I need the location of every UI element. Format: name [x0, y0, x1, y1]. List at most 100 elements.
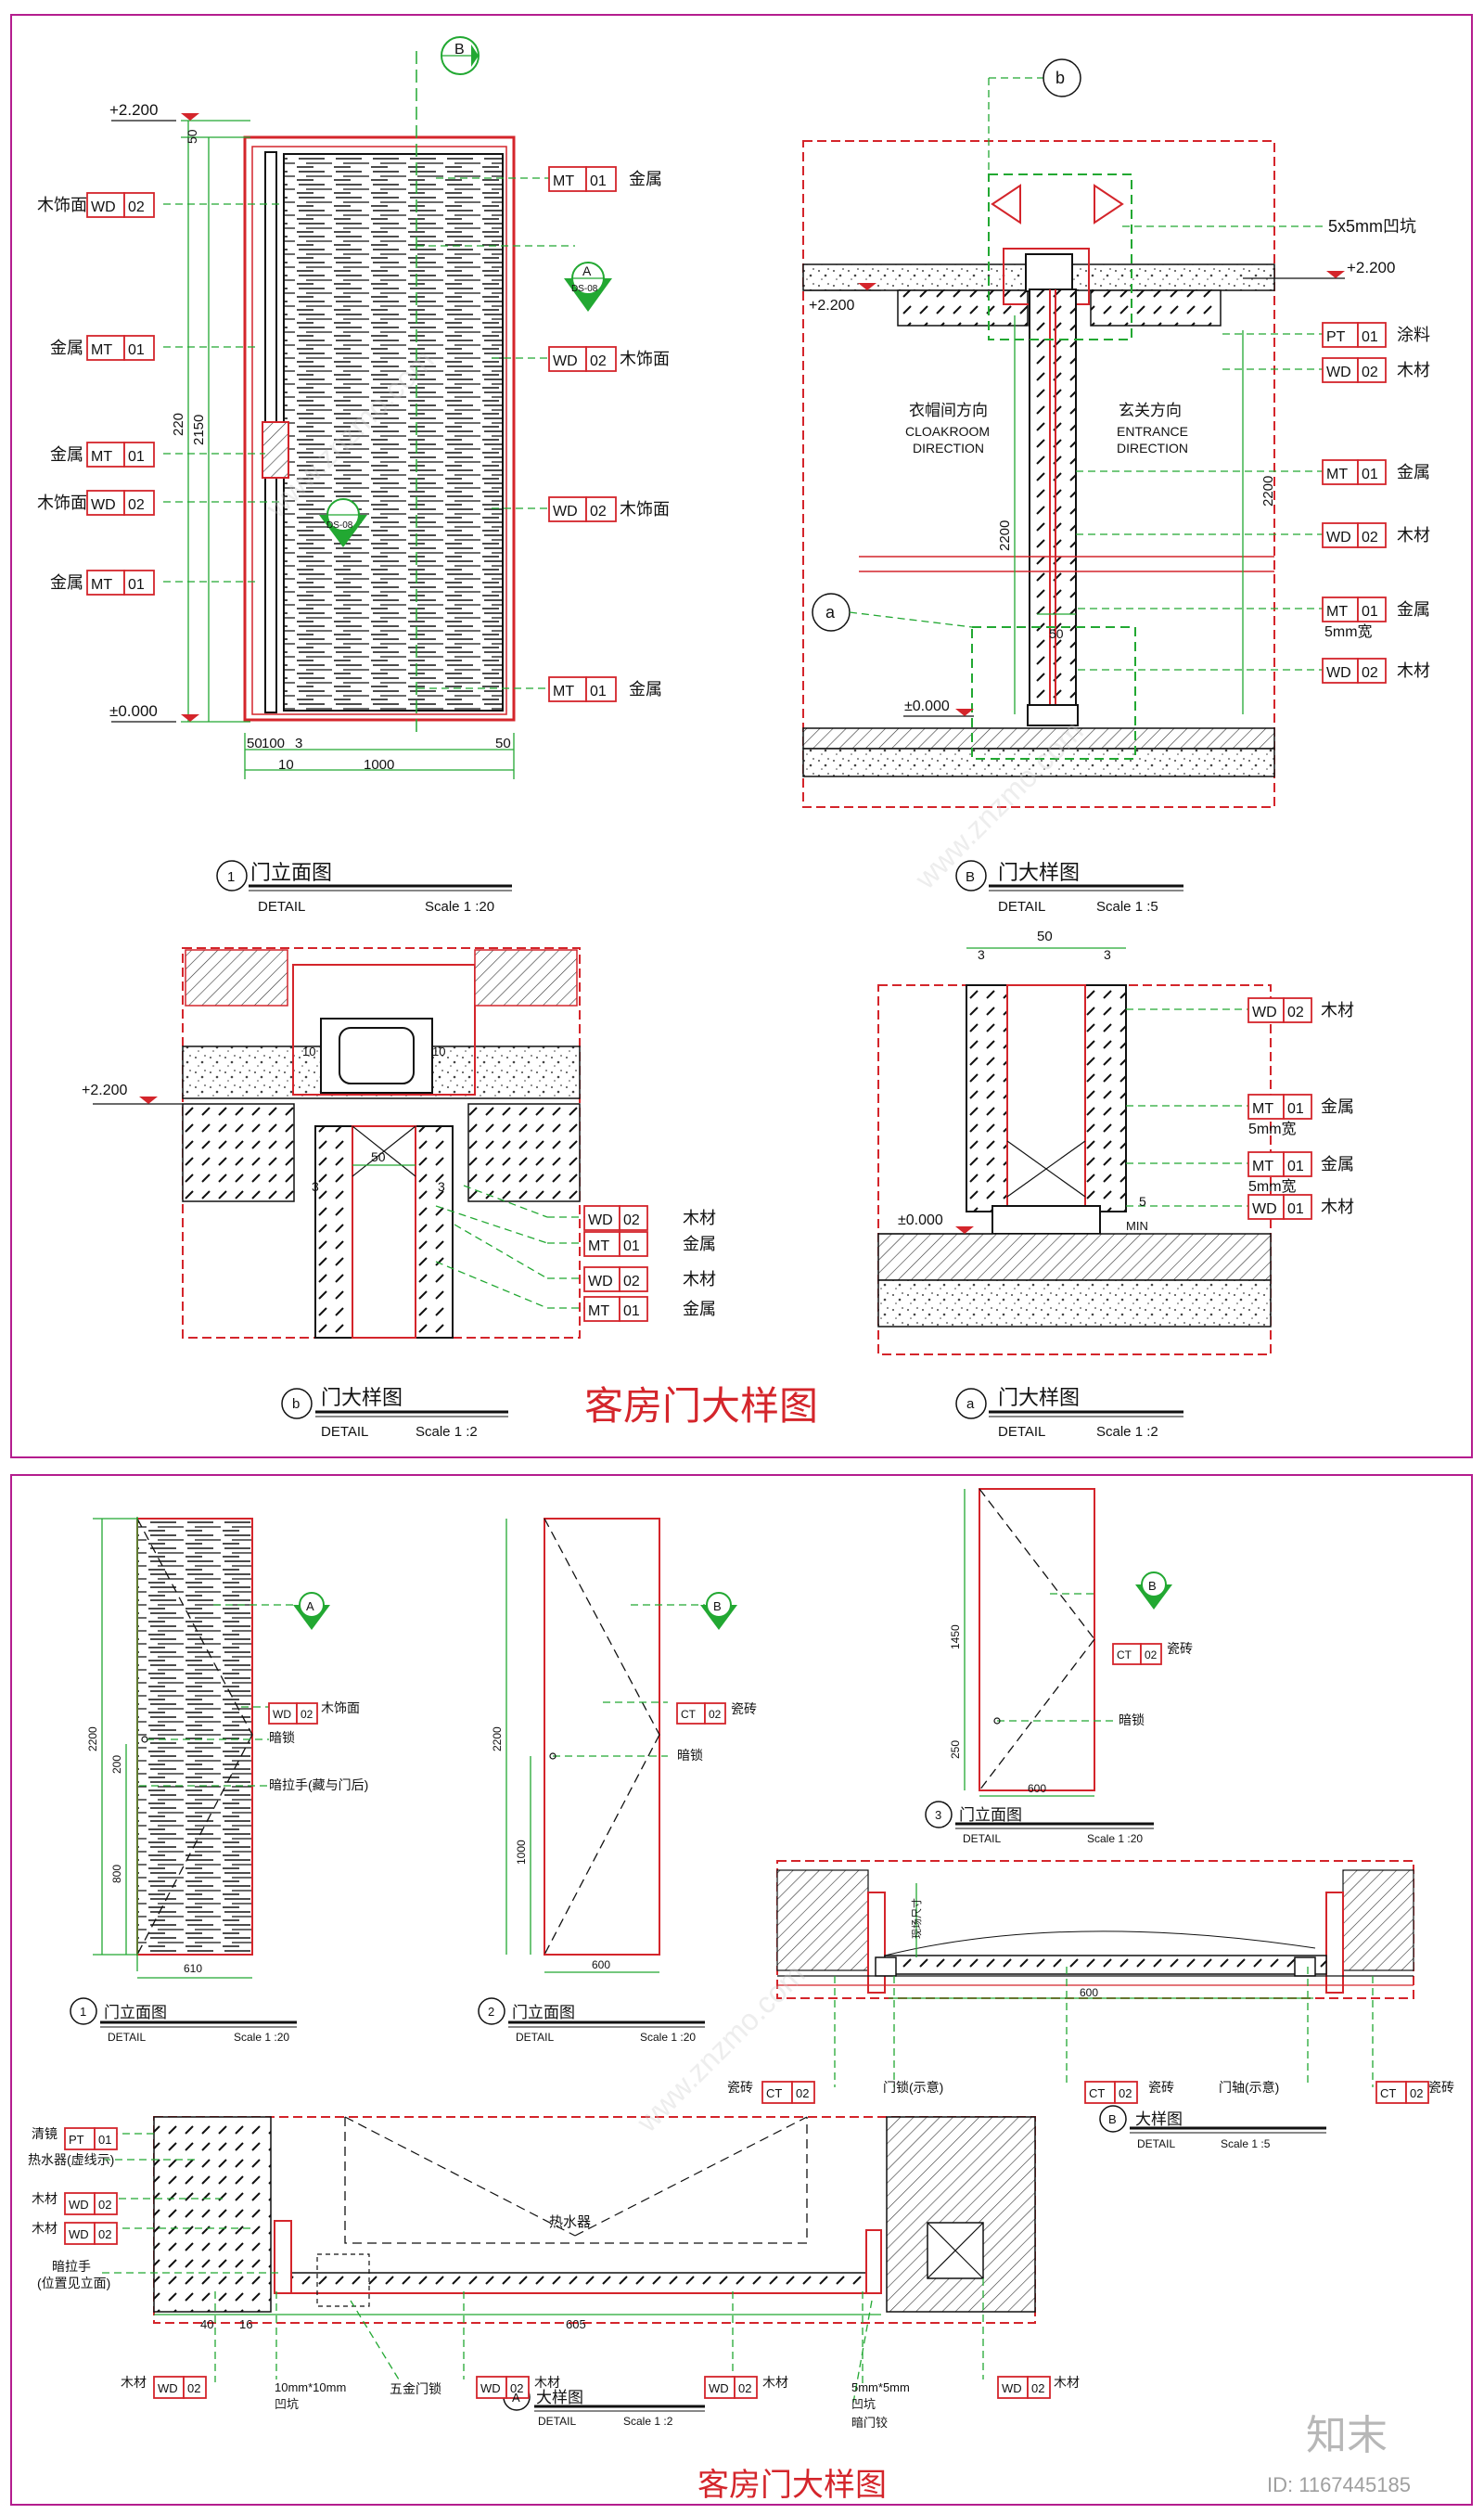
material-tag-pt01: PT 01 [64, 2127, 118, 2150]
title-scale-e1: Scale 1 :20 [234, 2031, 289, 2044]
title-num-e3: 3 [935, 1808, 941, 1822]
tag-code: WD [69, 2198, 89, 2212]
tag-number: 01 [98, 2133, 111, 2147]
material-tag-mt01: MT 01 [548, 676, 617, 702]
title-circles [70, 860, 1127, 2411]
tag-number: 02 [98, 2198, 111, 2212]
title-sub-pB: DETAIL [1137, 2137, 1175, 2150]
tag-code: CT [1089, 2086, 1105, 2100]
dim-2200-B-right: 2200 [1260, 476, 1276, 507]
dim-600-pB: 600 [1080, 1986, 1098, 1999]
tag-code: WD [480, 2381, 501, 2395]
tag-number: 01 [1287, 1201, 1304, 1217]
note-door-axis: 门轴(示意) [1219, 2080, 1279, 2095]
dim-10-b1: 10 [302, 1045, 315, 1058]
dim-3-b2: 3 [438, 1179, 445, 1194]
marker-B-label: B [454, 42, 465, 58]
tag-code: CT [681, 1708, 697, 1721]
note-groove-5-label: 凹坑 [851, 2397, 876, 2411]
tag-code: PT [1326, 329, 1346, 345]
tag-number: 02 [510, 2381, 523, 2395]
label-wood-pA5: 木材 [762, 2375, 788, 2390]
tag-code: CT [1117, 1648, 1132, 1661]
label-metal-B2: 金属 [1397, 600, 1430, 619]
title-scale-pA: Scale 1 :2 [623, 2415, 673, 2428]
title-sub-e3: DETAIL [963, 1832, 1001, 1845]
note-groove-10: 10mm*10mm [275, 2380, 346, 2394]
label-metal-a1: 金属 [1321, 1097, 1354, 1116]
elevation-bottom-2 [505, 1518, 737, 1973]
note-hidden-hinge: 暗门铰 [851, 2416, 888, 2430]
label-metal-b2: 金属 [683, 1300, 716, 1318]
tag-code: MT [588, 1303, 609, 1319]
cloakroom-cn: 衣帽间方向 [909, 402, 988, 419]
tag-number: 02 [1145, 1648, 1158, 1661]
tag-code: MT [1326, 467, 1348, 482]
tag-code: MT [553, 684, 574, 699]
dim-10: 10 [278, 757, 294, 773]
dim-2200-e1: 2200 [86, 1726, 99, 1751]
title-num-e2: 2 [488, 2005, 494, 2019]
note-5mm-a2: 5mm宽 [1248, 1178, 1297, 1195]
tag-code: CT [766, 2086, 782, 2100]
dim-100: 100 [262, 736, 285, 751]
tag-number: 01 [590, 684, 607, 699]
tag-number: 02 [128, 199, 145, 215]
label-wood-pA3: 木材 [121, 2375, 147, 2390]
tag-number: 01 [623, 1238, 640, 1254]
tag-number: 02 [1287, 1005, 1304, 1020]
label-metal-b1: 金属 [683, 1235, 716, 1253]
tag-number: 01 [128, 577, 145, 593]
watermark-id: ID: 1167445185 [1267, 2473, 1411, 2496]
title-name-e1: 门立面图 [104, 2004, 167, 2021]
note-lock-e3: 暗锁 [1119, 1712, 1145, 1727]
tag-code: MT [588, 1238, 609, 1254]
label-mirror: 清镜 [32, 2126, 58, 2141]
dim-1000: 1000 [364, 757, 394, 773]
title-sub-e1: DETAIL [108, 2031, 146, 2044]
tag-number: 02 [1362, 530, 1378, 545]
label-wood-veneer-r1: 木饰面 [620, 350, 670, 368]
tag-number: 02 [128, 497, 145, 513]
tag-code: MT [553, 173, 574, 189]
label-metal-l2: 金属 [50, 445, 83, 464]
title-name-1: 门立面图 [250, 861, 332, 884]
dim-600-e3: 600 [1028, 1782, 1046, 1795]
door-section-a-detail [877, 947, 1272, 1355]
cloakroom-en2: DIRECTION [913, 441, 984, 455]
title-scale-pB: Scale 1 :5 [1221, 2137, 1271, 2150]
label-wood-pA6: 木材 [1054, 2375, 1080, 2390]
tag-number: 02 [98, 2227, 111, 2241]
title-name-a: 门大样图 [998, 1386, 1080, 1409]
label-wood-a2: 木材 [1321, 1198, 1354, 1216]
dim-50-a: 50 [1037, 929, 1053, 944]
tag-number: 02 [1410, 2086, 1423, 2100]
note-5mm-B: 5mm宽 [1324, 623, 1373, 640]
title-name-B: 门大样图 [998, 861, 1080, 884]
sheet-title-top: 客房门大样图 [584, 1385, 818, 1429]
ds08-label-1: DS-08 [571, 284, 598, 294]
marker-b-label: b [1055, 69, 1065, 87]
tag-code: WD [553, 504, 578, 519]
dim-50-left: 50 [247, 736, 262, 751]
tag-code: PT [69, 2133, 84, 2147]
note-min: MIN [1126, 1219, 1148, 1233]
dim-220: 220 [171, 413, 186, 436]
level-floor-B: ±0.000 [904, 699, 950, 714]
marker-A-label: A [582, 263, 592, 278]
tag-number: 02 [1031, 2381, 1044, 2395]
tag-number: 02 [623, 1212, 640, 1228]
tag-code: WD [273, 1708, 291, 1721]
tag-code: MT [91, 577, 112, 593]
